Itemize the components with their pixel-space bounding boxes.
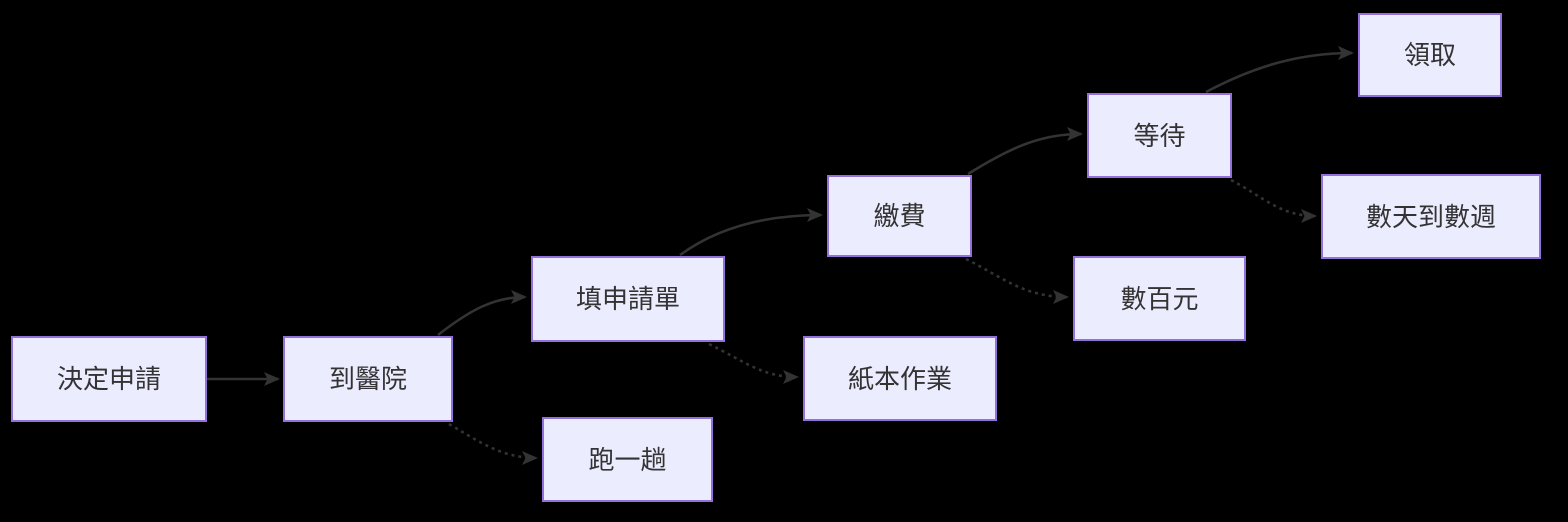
edge-pay-wait <box>967 127 1083 176</box>
edge-pay-hundreds <box>965 257 1069 304</box>
node-days-to-weeks: 數天到數週 <box>1321 174 1541 259</box>
node-wait: 等待 <box>1087 93 1232 178</box>
node-pay-fee: 繳費 <box>827 175 972 257</box>
edge-form-pay <box>679 208 823 257</box>
node-paperwork: 紙本作業 <box>803 336 997 421</box>
edge-wait-daysweeks <box>1230 178 1317 223</box>
node-make-a-trip: 跑一趟 <box>542 417 713 502</box>
edge-form-paperwork <box>708 342 799 384</box>
edge-wait-receive <box>1205 46 1354 94</box>
node-few-hundred-dollars: 數百元 <box>1073 256 1246 341</box>
edge-hospital-trip <box>448 422 538 465</box>
node-fill-application-form: 填申請單 <box>531 256 725 342</box>
edge-hospital-form <box>437 290 527 337</box>
node-collect: 領取 <box>1358 13 1502 97</box>
node-decide-to-apply: 決定申請 <box>11 336 207 422</box>
node-go-to-hospital: 到醫院 <box>283 336 453 422</box>
